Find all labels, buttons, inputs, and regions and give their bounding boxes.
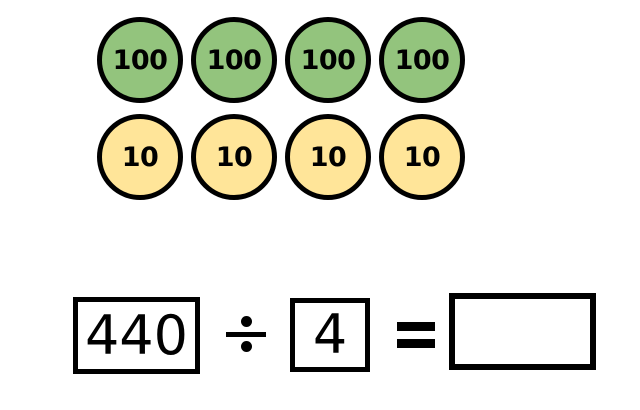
hundred-counter: 100 [97, 17, 183, 103]
counter-label: 10 [403, 141, 441, 173]
divide-dot-top [240, 316, 252, 327]
dividend-box: 440 [73, 297, 200, 374]
counter-label: 10 [309, 141, 347, 173]
answer-box[interactable] [449, 293, 596, 370]
ten-counter: 10 [191, 114, 277, 200]
hundred-counter: 100 [285, 17, 371, 103]
counter-label: 100 [394, 44, 450, 76]
divide-bar [226, 331, 266, 337]
divisor-box: 4 [290, 298, 370, 372]
counter-label: 10 [121, 141, 159, 173]
divisor-value: 4 [312, 303, 348, 366]
dividend-value: 440 [84, 303, 189, 367]
divide-icon [226, 316, 266, 352]
hundred-counter: 100 [191, 17, 277, 103]
counter-label: 10 [215, 141, 253, 173]
equals-bar-top [397, 322, 435, 331]
hundred-counter: 100 [379, 17, 465, 103]
equals-bar-bottom [397, 339, 435, 348]
divide-dot-bottom [240, 341, 252, 352]
ten-counter: 10 [97, 114, 183, 200]
equals-icon [397, 322, 435, 348]
counter-label: 100 [112, 44, 168, 76]
ten-counter: 10 [379, 114, 465, 200]
ten-counter: 10 [285, 114, 371, 200]
counter-label: 100 [300, 44, 356, 76]
counter-label: 100 [206, 44, 262, 76]
